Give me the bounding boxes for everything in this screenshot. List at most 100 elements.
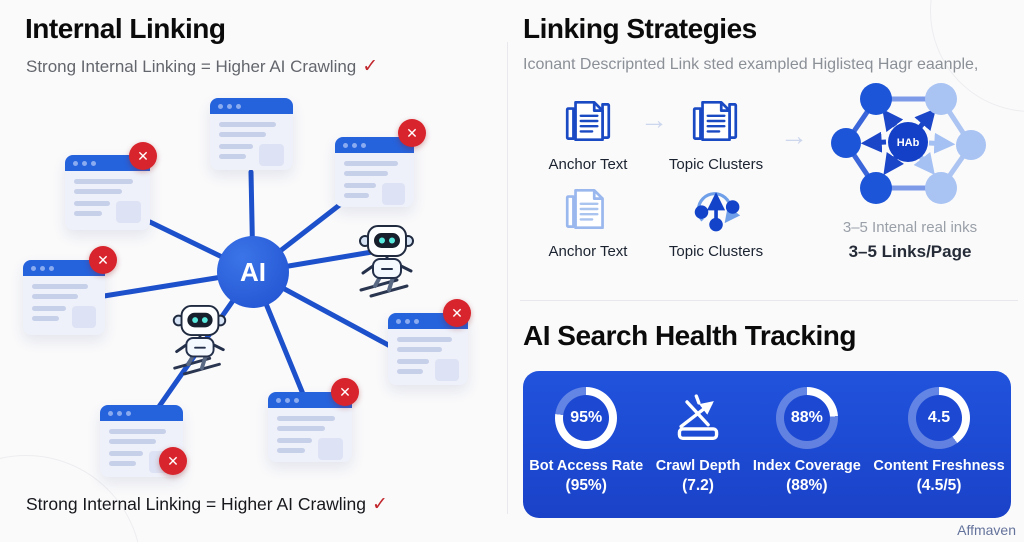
- image-placeholder: [259, 144, 284, 166]
- text-line-placeholder: [219, 132, 266, 137]
- metric-crawl-depth: Crawl Depth (7.2): [656, 387, 740, 495]
- content-freshness-gauge: 4.5: [908, 387, 971, 449]
- window-dot: [361, 142, 366, 148]
- text-line-placeholder: [277, 426, 325, 431]
- image-placeholder: [435, 359, 459, 381]
- documents-light-icon: [565, 188, 604, 230]
- ai-hub-node: AI: [217, 236, 289, 308]
- metric-value: (88%): [786, 477, 828, 494]
- window-dot: [294, 397, 299, 403]
- text-line-placeholder: [109, 439, 156, 444]
- text-line-placeholder: [32, 284, 89, 289]
- image-placeholder: [115, 201, 141, 223]
- arrow-right-icon: →: [640, 104, 668, 135]
- gauge-value: 88%: [783, 395, 830, 441]
- left-footer-row: Strong Internal Linking = Higher AI Craw…: [26, 493, 388, 516]
- text-line-placeholder: [74, 211, 103, 216]
- broken-link-x-icon: ✕: [129, 142, 157, 170]
- documents-icon: [565, 100, 611, 142]
- links-per-page-caption: 3–5 Links/Page: [848, 242, 972, 261]
- window-body: [23, 276, 105, 335]
- check-icon: ✓: [371, 494, 388, 515]
- text-line-placeholder: [397, 369, 423, 374]
- broken-link-x-icon: ✕: [398, 119, 426, 147]
- window-body: [335, 153, 414, 207]
- window-dot: [343, 142, 348, 148]
- text-line-placeholder: [344, 193, 370, 198]
- topic-clusters-label: Topic Clusters: [668, 243, 764, 260]
- image-placeholder: [71, 306, 96, 328]
- metric-value: (7.2): [682, 477, 714, 494]
- text-line-placeholder: [277, 448, 305, 453]
- cluster-orbit-icon: [694, 192, 741, 232]
- window-dot: [82, 160, 87, 166]
- metric-value: (95%): [565, 477, 607, 494]
- webpage-window-topright: [335, 137, 414, 207]
- image-placeholder: [317, 438, 343, 460]
- window-titlebar: [100, 405, 183, 421]
- metric-index-coverage: 88% Index Coverage (88%): [753, 387, 861, 495]
- image-placeholder: [381, 183, 405, 205]
- text-line-placeholder: [277, 416, 336, 421]
- metric-value: (4.5/5): [916, 477, 962, 494]
- health-tracking-title: AI Search Health Tracking: [523, 320, 856, 351]
- text-line-placeholder: [32, 294, 79, 299]
- window-dot: [414, 318, 419, 324]
- metric-label: Bot Access Rate: [529, 458, 644, 474]
- webpage-window-top: [210, 98, 293, 170]
- window-dot: [218, 103, 223, 109]
- window-dot: [40, 265, 45, 271]
- hub-network-diagram: HAb: [831, 83, 986, 204]
- window-dot: [285, 397, 290, 403]
- text-line-placeholder: [74, 189, 123, 194]
- webpage-window-topleft: [65, 155, 150, 230]
- window-dot: [276, 397, 281, 403]
- text-line-placeholder: [74, 179, 133, 184]
- text-line-placeholder: [397, 337, 452, 342]
- gauge-value: 95%: [563, 395, 610, 441]
- left-subtitle: Strong Internal Linking = Higher AI Craw…: [26, 57, 357, 76]
- anchor-text-label: Anchor Text: [548, 243, 628, 260]
- left-subtitle-row: Strong Internal Linking = Higher AI Craw…: [26, 55, 378, 78]
- check-icon: ✓: [362, 56, 379, 77]
- hub-node-label: HAb: [897, 137, 920, 149]
- text-line-placeholder: [397, 359, 430, 364]
- text-line-placeholder: [397, 347, 442, 352]
- window-dot: [73, 160, 78, 166]
- window-body: [388, 329, 468, 385]
- broken-link-x-icon: ✕: [159, 447, 187, 475]
- gauge-value: 4.5: [916, 395, 963, 441]
- broken-link-x-icon: ✕: [443, 299, 471, 327]
- anchor-text-label: Anchor Text: [548, 156, 628, 173]
- watermark-affmaven: Affmaven: [957, 522, 1016, 538]
- window-dot: [108, 410, 113, 416]
- window-body: [268, 408, 352, 462]
- window-titlebar: [65, 155, 150, 171]
- window-body: [65, 171, 150, 230]
- metric-content-freshness: 4.5 Content Freshness (4.5/5): [873, 387, 1005, 495]
- links-caption-light: 3–5 Intenal real inks: [842, 219, 978, 236]
- left-footer-text: Strong Internal Linking = Higher AI Craw…: [26, 494, 366, 514]
- window-titlebar: [23, 260, 105, 276]
- window-dot: [396, 318, 401, 324]
- window-dot: [91, 160, 96, 166]
- bot-access-gauge: 95%: [555, 387, 618, 449]
- text-line-placeholder: [344, 183, 376, 188]
- window-dot: [405, 318, 410, 324]
- horizontal-divider: [520, 300, 1018, 301]
- window-titlebar: [335, 137, 414, 153]
- window-titlebar: [210, 98, 293, 114]
- metric-label: Content Freshness: [873, 458, 1005, 474]
- window-dot: [117, 410, 122, 416]
- text-line-placeholder: [109, 429, 167, 434]
- window-dot: [227, 103, 232, 109]
- text-line-placeholder: [109, 451, 144, 456]
- text-line-placeholder: [344, 161, 398, 166]
- window-dot: [49, 265, 54, 271]
- vertical-divider: [507, 42, 508, 514]
- strategies-title-wrap: Linking Strategies: [523, 13, 757, 45]
- text-line-placeholder: [32, 306, 66, 311]
- ai-crawler-robot-icon: [171, 304, 228, 376]
- crawl-depth-icon: [667, 387, 729, 449]
